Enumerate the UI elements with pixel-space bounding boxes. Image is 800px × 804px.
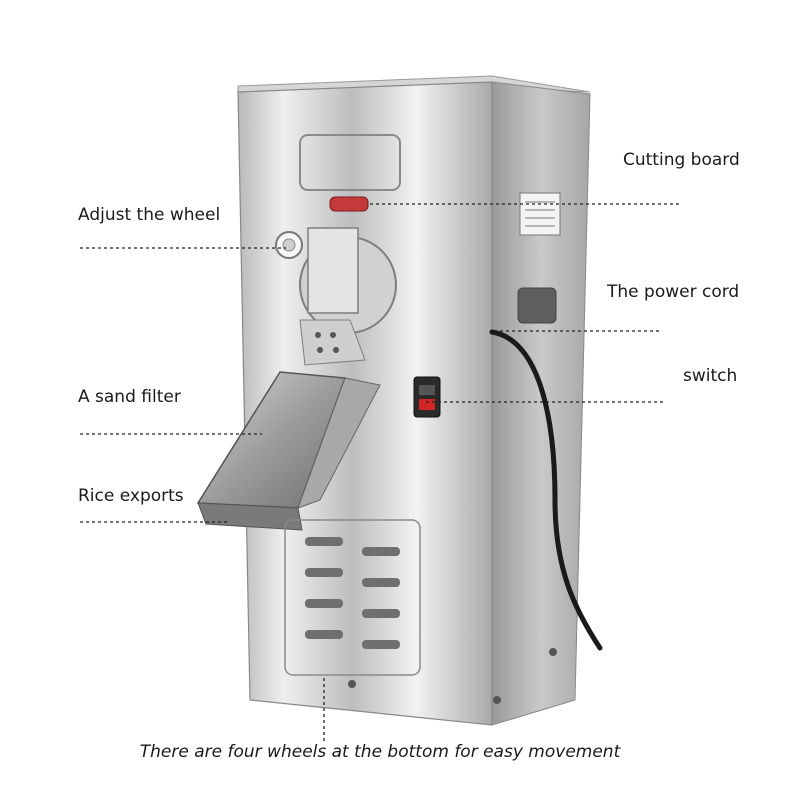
nameplate [519,192,561,236]
label-sand-filter: A sand filter [78,387,181,407]
cutting-board-handle [329,196,369,212]
power-switch [413,376,441,418]
side-handle [517,287,557,324]
label-switch: switch [683,366,738,386]
power-cord [489,329,603,651]
label-rice-exports: Rice exports [78,486,184,506]
machine-side-panel [491,81,591,726]
callout-lines [80,203,680,742]
label-adjust-wheel: Adjust the wheel [78,205,221,225]
caption-wheels: There are four wheels at the bottom for … [139,742,621,762]
milling-mechanism [275,196,397,366]
top-window [299,134,401,191]
label-power-cord: The power cord [607,282,740,302]
label-cutting-board: Cutting board [623,150,740,170]
rice-chute [196,371,381,531]
vent-panel [284,519,557,704]
hopper-plate [299,319,366,366]
feed-block [307,227,359,314]
